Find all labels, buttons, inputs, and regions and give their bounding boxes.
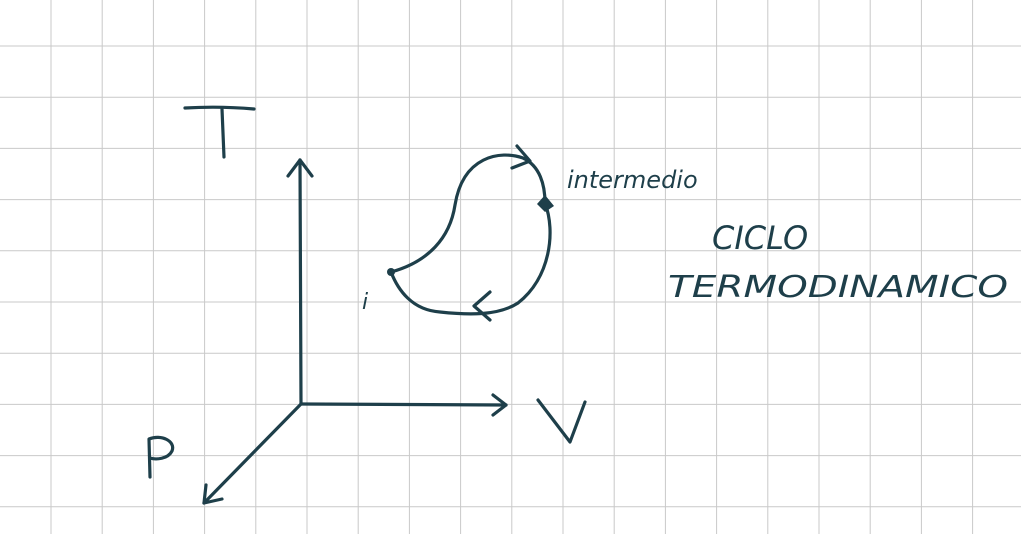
- t-axis-line: [298, 158, 303, 406]
- cycle-loop: [387, 144, 554, 322]
- t-glyph-stem: [220, 107, 226, 159]
- intermediate-state-point: [537, 195, 554, 212]
- t-axis-arrowhead: [286, 158, 314, 178]
- t-axis-label-glyph: [183, 105, 256, 159]
- v-axis-label: V: [547, 395, 582, 449]
- v-axis-label-glyph: [536, 398, 587, 444]
- cycle-upper-path: [389, 153, 547, 274]
- t-axis: [286, 158, 314, 406]
- cycle-direction-arrow-upper: [510, 144, 532, 170]
- title-line-1: CICLO: [712, 219, 808, 257]
- intermediate-state-label: intermedio: [567, 166, 698, 194]
- t-axis-label: T: [208, 107, 240, 161]
- initial-state-point: [387, 268, 395, 276]
- p-axis-label: P: [148, 438, 173, 484]
- t-glyph-bar: [183, 105, 256, 111]
- p-axis-line: [202, 402, 303, 505]
- v-axis-arrowhead: [491, 393, 508, 417]
- initial-state-label: i: [362, 290, 368, 315]
- cycle-lower-path: [389, 201, 552, 316]
- p-axis-arrowhead: [202, 483, 224, 505]
- title-line-2: TERMODINAMICO: [668, 270, 1008, 305]
- v-glyph-stroke: [536, 398, 587, 444]
- p-axis: [202, 402, 303, 505]
- cycle-direction-arrow-lower: [472, 290, 492, 322]
- p-glyph-stroke: [147, 435, 175, 479]
- p-axis-label-glyph: [147, 435, 175, 479]
- v-axis-line: [299, 402, 508, 407]
- v-axis: [299, 393, 508, 417]
